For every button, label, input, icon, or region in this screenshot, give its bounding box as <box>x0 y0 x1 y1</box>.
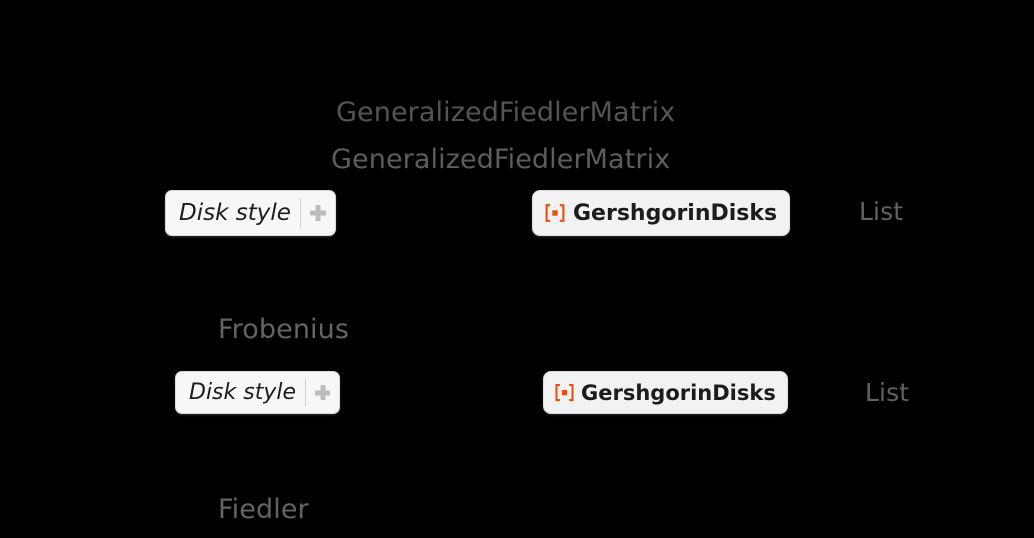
heading-generalized-fiedler-matrix-primary: GeneralizedFiedlerMatrix <box>336 97 676 128</box>
trailing-label-list-2: List <box>865 378 910 407</box>
disk-style-label-2: Disk style <box>189 380 297 405</box>
resource-function-button-gershgorin-disks-1[interactable]: GershgorinDisks <box>532 190 791 236</box>
resource-function-button-gershgorin-disks-2[interactable]: GershgorinDisks <box>543 371 788 414</box>
resource-function-label-1: GershgorinDisks <box>573 200 778 226</box>
plus-icon[interactable] <box>306 372 339 413</box>
popup-separator-1 <box>299 198 301 228</box>
plus-icon[interactable] <box>301 191 335 235</box>
resource-function-icon <box>544 202 566 224</box>
disk-style-popup-button-1[interactable]: Disk style <box>165 190 336 236</box>
disk-style-popup-button-2[interactable]: Disk style <box>175 371 341 414</box>
heading-generalized-fiedler-matrix-secondary: GeneralizedFiedlerMatrix <box>331 144 671 175</box>
resource-function-icon <box>554 382 575 403</box>
disk-style-label-1: Disk style <box>179 200 291 226</box>
section-label-fiedler: Fiedler <box>218 494 309 525</box>
popup-separator-2 <box>305 379 307 406</box>
resource-function-label-2: GershgorinDisks <box>581 380 776 405</box>
trailing-label-list-1: List <box>859 197 904 226</box>
section-label-frobenius: Frobenius <box>218 314 350 345</box>
